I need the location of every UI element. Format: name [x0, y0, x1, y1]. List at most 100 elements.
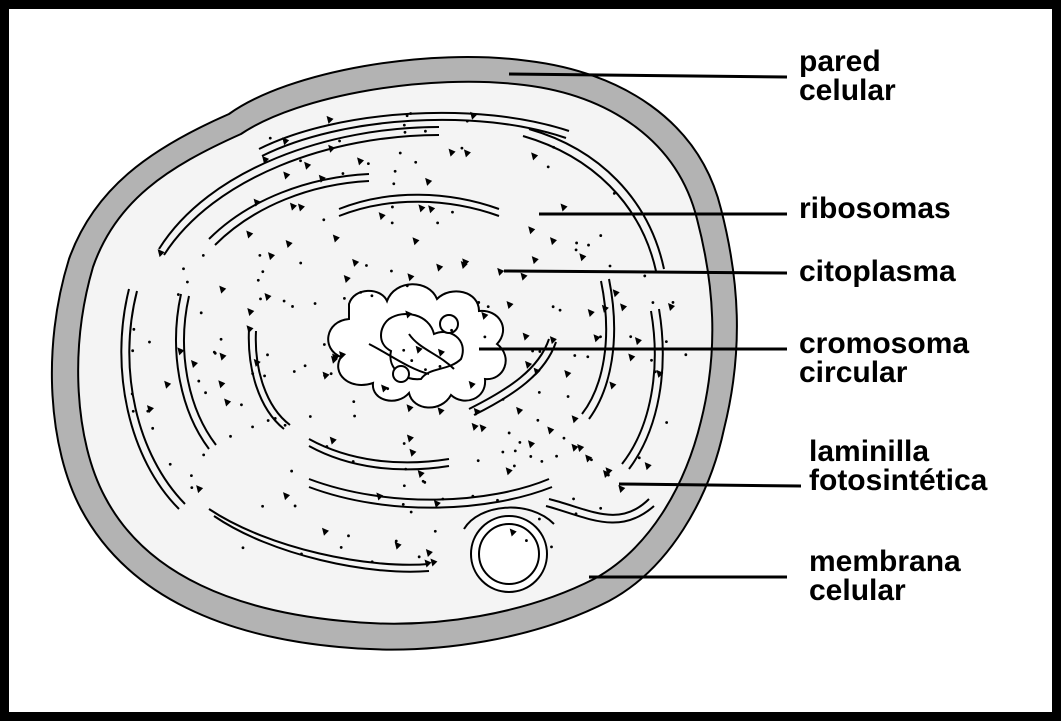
speckle-dot	[392, 182, 395, 185]
speckle-dot	[572, 498, 575, 501]
leader-line-citoplasma	[504, 271, 787, 273]
speckle-dot	[638, 456, 641, 459]
speckle-dot	[529, 455, 532, 458]
speckle-dot	[508, 432, 511, 435]
speckle-dot	[575, 512, 578, 515]
speckle-dot	[266, 353, 269, 356]
speckle-dot	[371, 560, 374, 563]
speckle-dot	[240, 403, 243, 406]
speckle-dot	[403, 442, 406, 445]
speckle-dot	[402, 503, 405, 506]
speckle-dot	[352, 460, 355, 463]
speckle-dot	[200, 311, 203, 314]
speckle-dot	[229, 435, 232, 438]
speckle-dot	[399, 152, 402, 155]
speckle-dot	[424, 130, 427, 133]
speckle-dot	[390, 270, 393, 273]
speckle-dot	[251, 426, 254, 429]
speckle-dot	[404, 468, 407, 471]
label-membrana-celular: membrana celular	[809, 547, 961, 605]
speckle-dot	[487, 305, 490, 308]
speckle-dot	[461, 147, 464, 150]
speckle-dot	[242, 546, 245, 549]
speckle-dot	[599, 234, 602, 237]
speckle-dot	[536, 419, 539, 422]
speckle-dot	[190, 474, 193, 477]
speckle-dot	[284, 424, 287, 427]
speckle-dot	[261, 270, 264, 273]
speckle-dot	[665, 340, 668, 343]
speckle-dot	[338, 140, 341, 143]
speckle-dot	[258, 254, 261, 257]
speckle-dot	[213, 351, 216, 354]
speckle-dot	[343, 297, 346, 300]
speckle-dot	[269, 137, 272, 140]
speckle-dot	[451, 211, 454, 214]
speckle-dot	[599, 335, 602, 338]
speckle-dot	[352, 400, 355, 403]
speckle-dot	[220, 338, 223, 341]
speckle-dot	[439, 365, 442, 368]
speckle-dot	[424, 368, 427, 371]
speckle-dot	[404, 131, 407, 134]
speckle-dot	[347, 534, 350, 537]
speckle-dot	[563, 437, 566, 440]
speckle-dot	[567, 395, 570, 398]
speckle-dot	[652, 301, 655, 304]
speckle-dot	[293, 370, 296, 373]
speckle-dot	[477, 301, 480, 304]
speckle-dot	[190, 486, 193, 489]
speckle-dot	[197, 380, 200, 383]
speckle-dot	[423, 481, 426, 484]
speckle-dot	[514, 449, 517, 452]
speckle-dot	[471, 495, 474, 498]
speckle-dot	[359, 291, 362, 294]
speckle-dot	[538, 391, 541, 394]
speckle-dot	[550, 545, 553, 548]
speckle-dot	[436, 221, 439, 224]
label-cromosoma-circular: cromosoma circular	[799, 329, 969, 387]
speckle-dot	[466, 120, 469, 123]
speckle-dot	[586, 355, 589, 358]
speckle-dot	[394, 170, 397, 173]
speckle-dot	[496, 499, 499, 502]
speckle-dot	[575, 249, 578, 252]
speckle-dot	[410, 511, 413, 514]
speckle-dot	[299, 159, 302, 162]
speckle-dot	[353, 415, 356, 418]
speckle-dot	[151, 427, 154, 430]
speckle-dot	[643, 275, 646, 278]
speckle-dot	[513, 465, 516, 468]
speckle-dot	[202, 254, 205, 257]
speckle-dot	[654, 370, 657, 373]
speckle-dot	[552, 146, 555, 149]
speckle-dot	[406, 114, 409, 117]
speckle-dot	[309, 415, 312, 418]
speckle-dot	[290, 470, 293, 473]
speckle-dot	[202, 453, 205, 456]
speckle-dot	[132, 328, 135, 331]
speckle-dot	[434, 530, 437, 533]
speckle-dot	[204, 391, 207, 394]
speckle-dot	[322, 218, 325, 221]
speckle-dot	[477, 459, 480, 462]
speckle-dot	[182, 267, 185, 270]
speckle-dot	[599, 507, 602, 510]
speckle-dot	[502, 398, 505, 401]
speckle-dot	[263, 374, 266, 377]
speckle-dot	[650, 359, 653, 362]
speckle-dot	[340, 546, 343, 549]
speckle-dot	[501, 451, 504, 454]
speckle-dot	[259, 297, 262, 300]
speckle-dot	[402, 349, 405, 352]
speckle-dot	[555, 455, 558, 458]
speckle-dot	[547, 166, 550, 169]
speckle-dot	[177, 293, 180, 296]
speckle-dot	[538, 518, 541, 521]
speckle-dot	[325, 445, 328, 448]
speckle-dot	[450, 329, 453, 332]
speckle-dot	[323, 374, 326, 377]
speckle-dot	[518, 441, 521, 444]
speckle-dot	[267, 419, 270, 422]
speckle-dot	[314, 302, 317, 305]
